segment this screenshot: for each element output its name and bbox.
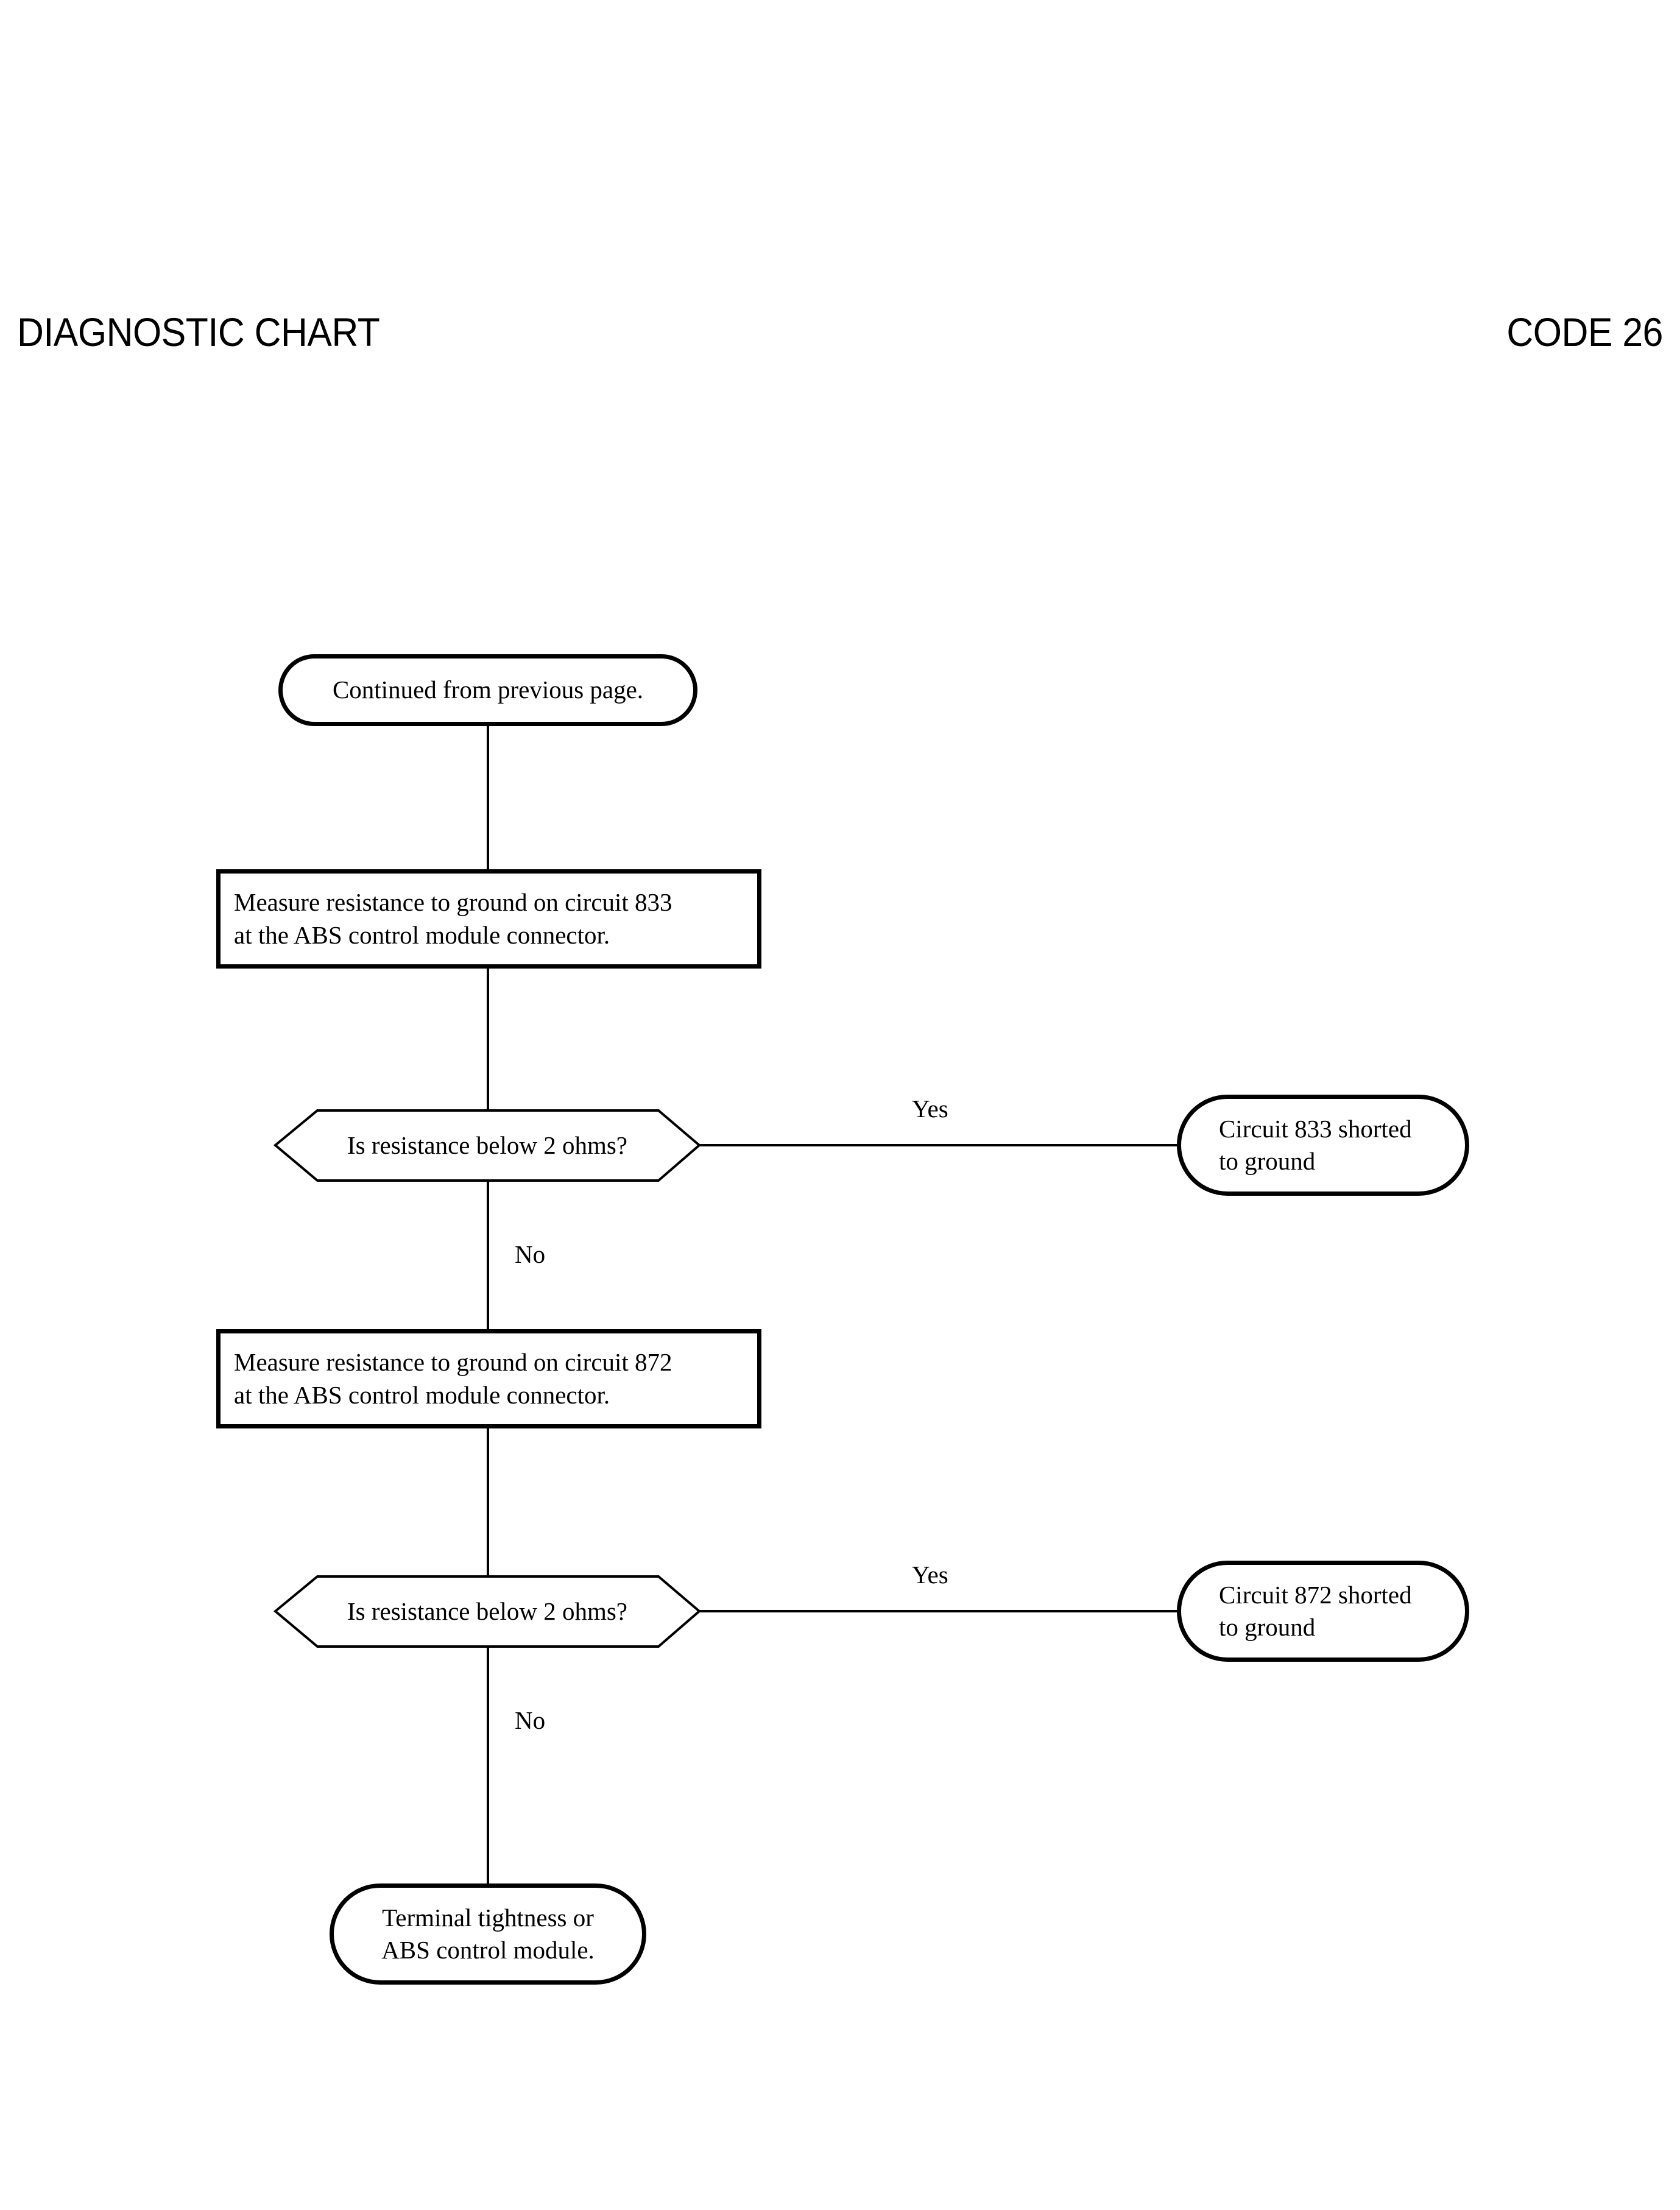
node-decision1-label: Is resistance below 2 ohms? <box>347 1131 627 1159</box>
node-process2-measure-circuit-872: Measure resistance to ground on circuit … <box>216 1329 761 1428</box>
node-start-continued-from-previous-page: Continued from previous page. <box>278 654 697 726</box>
node-decision1-is-resistance-below-2-ohms: Is resistance below 2 ohms? <box>275 1110 699 1181</box>
edge-label-no-2: No <box>515 1706 546 1734</box>
node-result2-circuit-872-shorted-to-ground: Circuit 872 shorted to ground <box>1177 1561 1469 1662</box>
edge-label-no-1: No <box>515 1240 546 1268</box>
code-label: CODE 26 <box>1506 309 1663 355</box>
node-process2-label: Measure resistance to ground on circuit … <box>234 1348 672 1409</box>
page-title: DIAGNOSTIC CHART <box>17 309 380 355</box>
node-end-terminal-tightness-or-abs-control-module: Terminal tightness or ABS control module… <box>330 1883 646 1985</box>
node-result1-label: Circuit 833 shorted to ground <box>1219 1114 1412 1175</box>
node-end-label: Terminal tightness or ABS control module… <box>381 1903 595 1964</box>
node-process1-label: Measure resistance to ground on circuit … <box>234 888 672 949</box>
edge-label-yes-1: Yes <box>912 1095 948 1123</box>
node-decision2-is-resistance-below-2-ohms: Is resistance below 2 ohms? <box>275 1576 699 1647</box>
node-result2-label: Circuit 872 shorted to ground <box>1219 1580 1412 1641</box>
node-result1-circuit-833-shorted-to-ground: Circuit 833 shorted to ground <box>1177 1095 1469 1196</box>
node-start-label: Continued from previous page. <box>332 676 644 704</box>
node-decision2-label: Is resistance below 2 ohms? <box>347 1597 627 1625</box>
edge-label-yes-2: Yes <box>912 1561 948 1589</box>
node-process1-measure-circuit-833: Measure resistance to ground on circuit … <box>216 869 761 969</box>
